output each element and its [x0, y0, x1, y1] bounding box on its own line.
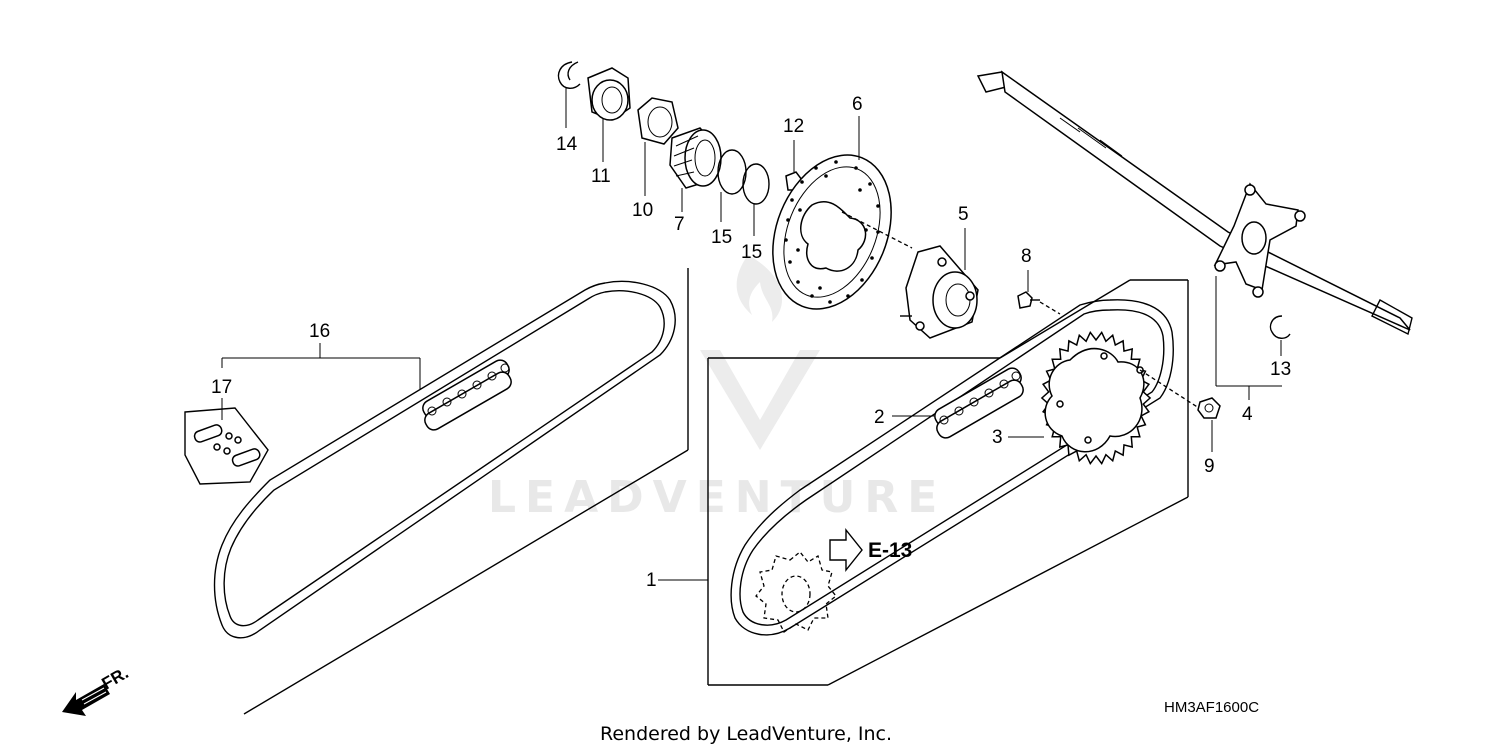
callout-14: 14: [556, 134, 578, 155]
callout-11: 11: [591, 166, 611, 187]
o-ring-15a: [717, 149, 747, 195]
chain-kit-box: [707, 279, 1189, 686]
front-direction-arrow-icon: [62, 684, 110, 716]
drive-chain-2: [730, 299, 1174, 636]
brake-disc-6: [772, 154, 892, 310]
callout-1: 1: [646, 570, 657, 591]
chain-links-16: [422, 359, 512, 431]
callout-5: 5: [958, 204, 969, 225]
callout-9: 9: [1204, 456, 1215, 477]
diagram-code: HM3AF1600C: [1164, 699, 1259, 716]
drive-chain-16: [213, 280, 676, 639]
callout-7: 7: [674, 214, 685, 235]
callout-15b: 15: [741, 242, 762, 263]
watermark-text: LEADVENTURE: [488, 472, 946, 523]
lock-nut-11: [587, 67, 631, 121]
callout-8: 8: [1021, 246, 1032, 267]
watermark-logo: [700, 255, 820, 450]
callout-2: 2: [874, 407, 885, 428]
callout-6: 6: [852, 94, 863, 115]
credit-line: Rendered by LeadVenture, Inc.: [600, 723, 892, 745]
chain-links-2: [934, 367, 1024, 439]
disc-hub-axis: [841, 211, 913, 249]
callout-4: 4: [1242, 404, 1253, 425]
collar-7: [669, 127, 722, 189]
driven-sprocket-3: [1040, 330, 1152, 466]
bearing-holder-nut-10: [637, 97, 679, 145]
callout-12: 12: [783, 116, 804, 137]
chain-16-box-bottom-edge: [243, 449, 689, 715]
sprocket-nut-axis: [1139, 369, 1203, 411]
nut-9: [1197, 397, 1221, 419]
axle-flange: [1213, 182, 1306, 298]
snap-ring-13: [1269, 315, 1291, 339]
bolt-8-axis: [1039, 301, 1061, 315]
callout-16: 16: [309, 321, 330, 342]
callout-10: 10: [632, 200, 653, 221]
drive-sprocket: [755, 551, 837, 633]
callout-17: 17: [211, 377, 232, 398]
callout-13: 13: [1270, 359, 1291, 380]
callout-3: 3: [992, 427, 1003, 448]
rear-axle-4: [976, 70, 1413, 336]
reference-e13: E-13: [868, 539, 912, 562]
callout-4-leader: [1215, 276, 1282, 400]
watermark: LEADVENTURE: [488, 255, 946, 523]
snap-ring-14: [557, 61, 581, 89]
hub-5: [900, 245, 979, 339]
bolt-8: [1017, 291, 1040, 309]
callout-16-leader: [221, 343, 421, 390]
o-ring-15b: [742, 163, 770, 205]
callout-15a: 15: [711, 227, 732, 248]
master-link-17: [184, 407, 269, 485]
reference-arrow: [829, 528, 863, 572]
